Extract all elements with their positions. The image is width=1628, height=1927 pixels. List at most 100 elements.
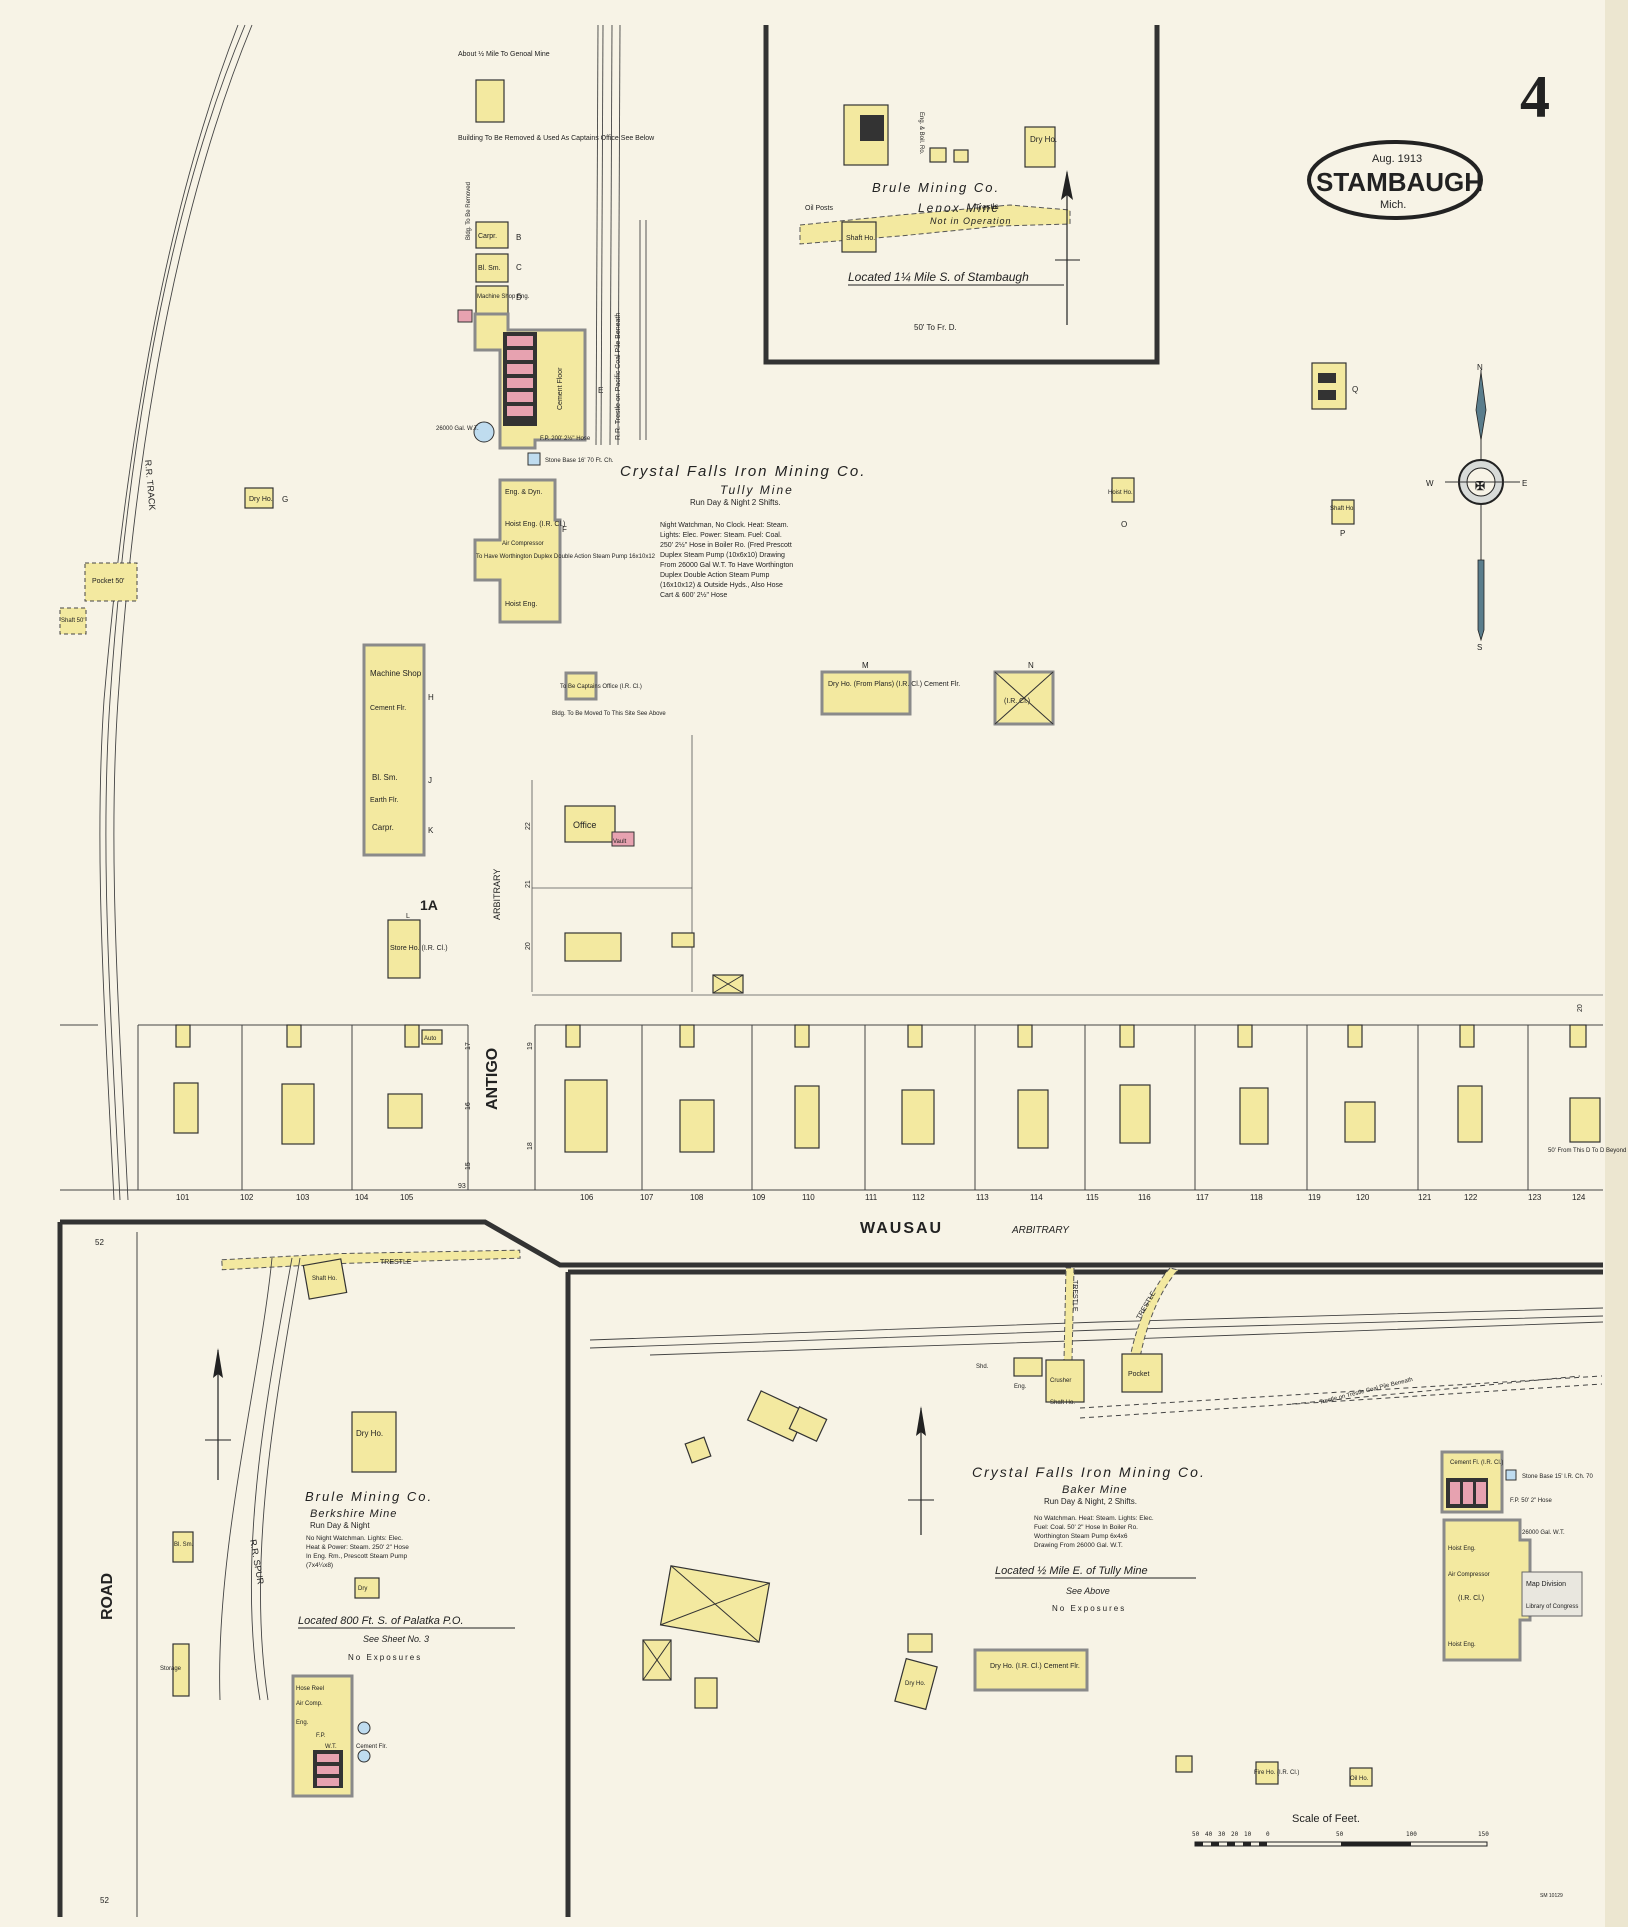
berkshire-trestle-label: TRESTLE — [380, 1259, 412, 1266]
svg-text:✠: ✠ — [1475, 479, 1485, 493]
dry-ho-small-label: Dry Ho. — [249, 496, 273, 503]
earth-flr-label: Earth Flr. — [370, 797, 398, 804]
lenox-north-arrow — [1055, 170, 1080, 325]
letter-b: B — [516, 233, 521, 242]
lot-122: 122 — [1464, 1193, 1478, 1202]
lenox-status: Not in Operation — [930, 216, 1012, 226]
tully-note-6: (16x10x12) & Outside Hyds., Also Hose — [660, 582, 783, 589]
baker-mine-name: Baker Mine — [1062, 1484, 1128, 1496]
baker-pocket: Pocket — [1128, 1371, 1149, 1378]
lenox-mine-inset: Dry Ho. Shaft Ho. Oil Posts Eng. & Boil.… — [763, 25, 1160, 365]
letter-e: E — [598, 386, 603, 395]
letter-d: D — [516, 293, 522, 302]
office-block: Office Vault ARBITRARY 22 21 20 20 — [492, 735, 1603, 1012]
library-stamp: Map Division Library of Congress — [1521, 1571, 1583, 1617]
lenox-location: Located 1¼ Mile S. of Stambaugh — [848, 270, 1029, 284]
pocket-label: Pocket 50' — [92, 578, 124, 585]
baker-air-comp: Air Compressor — [1448, 1572, 1490, 1578]
lot-105: 105 — [400, 1193, 414, 1202]
tully-note-1: Lights: Elec. Power: Steam. Fuel: Coal. — [660, 532, 782, 539]
baker-oil-ho: Oil Ho. — [1350, 1776, 1369, 1782]
lot-109: 109 — [752, 1193, 766, 1202]
shaft-ho-label: Shaft Ho. — [1330, 506, 1355, 512]
letter-q: Q — [1352, 385, 1358, 394]
letter-k: K — [428, 826, 434, 835]
num-52-bottom: 52 — [100, 1896, 109, 1905]
sheet-number: 4 — [1520, 64, 1550, 130]
berkshire-dry-ho: Dry Ho. — [356, 1429, 383, 1438]
baker-fp-hose: F.P. 50' 2" Hose — [1510, 1498, 1553, 1504]
num-52-top: 52 — [95, 1238, 104, 1247]
lot-112: 112 — [912, 1193, 925, 1202]
berkshire-location: Located 800 Ft. S. of Palatka P.O. — [298, 1615, 464, 1627]
num-20-right: 20 — [1577, 1004, 1584, 1012]
lot-107: 107 — [640, 1193, 654, 1202]
ir-cl-label: (I.R. Cl.) — [1004, 698, 1030, 705]
baker-hoist-eng2: Hoist Eng. — [1448, 1642, 1476, 1648]
baker-ir-cl: (I.R. Cl.) — [1458, 1595, 1484, 1602]
num-22: 22 — [525, 822, 532, 830]
bldg-moved-label: Bldg. To Be Moved To This Site See Above — [552, 711, 666, 717]
baker-stone-base: Stone Base 15' I.R. Ch. 70 — [1522, 1474, 1594, 1480]
captains-office-label: To Be Captains Office (I.R. Cl.) — [560, 684, 642, 690]
cartouche-town: STAMBAUGH — [1316, 167, 1483, 197]
hoist-eng2-label: Hoist Eng. — [505, 601, 537, 608]
hoist-eng-label: Hoist Eng. (I.R. Cl.) — [505, 521, 565, 528]
about-half-mile-label: About ½ Mile To Genoal Mine — [458, 50, 550, 58]
letter-h: H — [428, 693, 434, 702]
letter-o: O — [1121, 520, 1127, 529]
worthington-label: To Have Worthington Duplex Double Action… — [476, 554, 656, 560]
berkshire-air-comp: Eng. — [296, 1720, 309, 1726]
dry-ho-plans-label: Dry Ho. (From Plans) (I.R. Cl.) Cement F… — [828, 681, 960, 688]
scale-t6: 50 — [1336, 1831, 1344, 1838]
tully-note-4: From 26000 Gal W.T. To Have Worthington — [660, 562, 793, 569]
wausau-street: WAUSAU ARBITRARY ROAD 52 52 — [57, 1219, 1603, 1917]
rr-track: R.R. TRACK — [99, 24, 253, 1201]
berkshire-schedule: Run Day & Night — [310, 1521, 370, 1530]
letter-m: M — [862, 661, 869, 670]
letter-c: C — [516, 263, 522, 272]
compass-s: S — [1477, 643, 1482, 652]
berkshire-bl-sm: Bl. Sm. — [174, 1542, 194, 1548]
berkshire-company: Brule Mining Co. — [305, 1489, 433, 1504]
lenox-trestle-label: Trestle — [975, 202, 1000, 212]
stamp-line-1: Map Division — [1526, 1581, 1566, 1588]
letter-g: G — [282, 495, 288, 504]
carpr-top-label: Carpr. — [478, 233, 497, 240]
antigo-arbitrary: ARBITRARY — [492, 869, 502, 920]
lenox-dry-ho-label: Dry Ho. — [1030, 135, 1057, 144]
cartouche-date: Aug. 1913 — [1372, 153, 1422, 165]
machine-shop-label: Machine Shop — [370, 669, 422, 678]
bl-sm-top-label: Bl. Sm. — [478, 265, 501, 272]
scale-bar: Scale of Feet. 50 40 30 20 10 0 50 100 1… — [1192, 1813, 1489, 1847]
berkshire-see-sheet: See Sheet No. 3 — [363, 1634, 429, 1644]
num-16: 16 — [465, 1102, 472, 1110]
baker-cement-fl: Cement Fl. (I.R. Cl.) — [1450, 1460, 1503, 1466]
hoist-ho-label: Hoist Ho. — [1108, 490, 1133, 496]
title-cartouche: Aug. 1913 STAMBAUGH Mich. — [1307, 140, 1483, 220]
berkshire-storage: Storage — [160, 1666, 182, 1672]
lot-numbers: 101 102 103 104 105 106 107 108 109 110 … — [176, 1193, 1586, 1202]
building-removed-label: Building To Be Removed & Used As Captain… — [458, 135, 655, 142]
auto-label: Auto — [424, 1036, 437, 1042]
lot-103: 103 — [296, 1193, 310, 1202]
berkshire-note-3: (7x4¼x8) — [306, 1562, 333, 1569]
rr-track-label: R.R. TRACK — [143, 459, 157, 511]
cement-flr-label: Cement Flr. — [370, 705, 406, 712]
baker-trestle-1: TRESTLE — [1071, 1280, 1078, 1312]
tully-mine-name: Tully Mine — [720, 483, 794, 497]
berkshire-note-2: In Eng. Rm., Prescott Steam Pump — [306, 1553, 408, 1560]
lot-116: 116 — [1138, 1193, 1151, 1202]
lot-108: 108 — [690, 1193, 704, 1202]
lot-106: 106 — [580, 1193, 594, 1202]
lenox-eng-label: Eng. & Boil. Ro. — [918, 112, 924, 155]
wausau-arbitrary: ARBITRARY — [1011, 1225, 1070, 1236]
letter-f: F — [562, 525, 567, 534]
berkshire-hoist-eng: Hose Reel — [296, 1686, 324, 1692]
berkshire-note-1: Heat & Power: Steam. 250' 2" Hose — [306, 1544, 409, 1551]
tully-mine-text: Crystal Falls Iron Mining Co. Tully Mine… — [620, 463, 864, 599]
baker-dry-ho: Dry Ho. (I.R. Cl.) Cement Flr. — [990, 1663, 1080, 1670]
berkshire-mine-name: Berkshire Mine — [310, 1508, 397, 1520]
lot-119: 119 — [1308, 1193, 1321, 1202]
scale-t4: 10 — [1244, 1831, 1252, 1838]
